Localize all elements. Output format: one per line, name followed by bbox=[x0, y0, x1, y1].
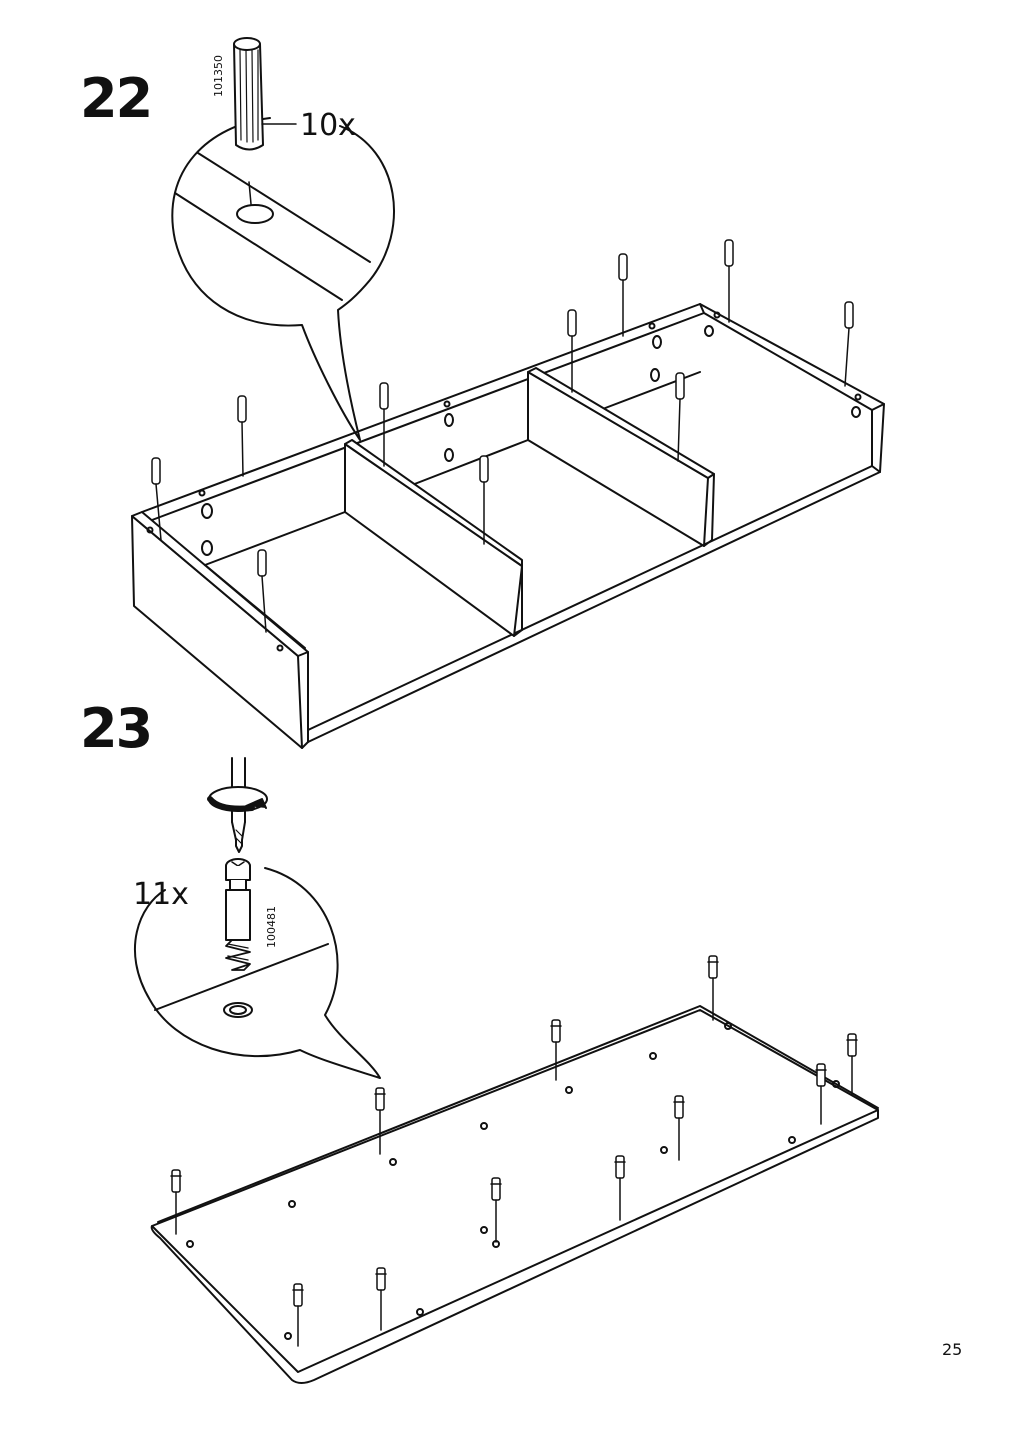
step-number: 23 bbox=[80, 697, 153, 760]
part-number: 100481 bbox=[265, 906, 278, 948]
step22-zoom-callout bbox=[171, 117, 395, 441]
step-number: 22 bbox=[80, 67, 153, 130]
page-number: 25 bbox=[942, 1340, 963, 1359]
step22-dowels bbox=[151, 239, 854, 633]
rotate-arrow-icon bbox=[207, 786, 268, 812]
step22-cabinet bbox=[131, 303, 885, 749]
quantity-label: 10x bbox=[300, 108, 356, 143]
step23-cam-screws bbox=[170, 955, 858, 1347]
step23-base-panel bbox=[150, 1005, 879, 1384]
part-number: 101350 bbox=[212, 55, 225, 97]
step23-zoom-callout bbox=[134, 867, 381, 1079]
quantity-label: 11x bbox=[133, 877, 189, 912]
wooden-dowel-icon bbox=[233, 37, 264, 151]
cam-lock-screw-icon bbox=[225, 858, 251, 971]
